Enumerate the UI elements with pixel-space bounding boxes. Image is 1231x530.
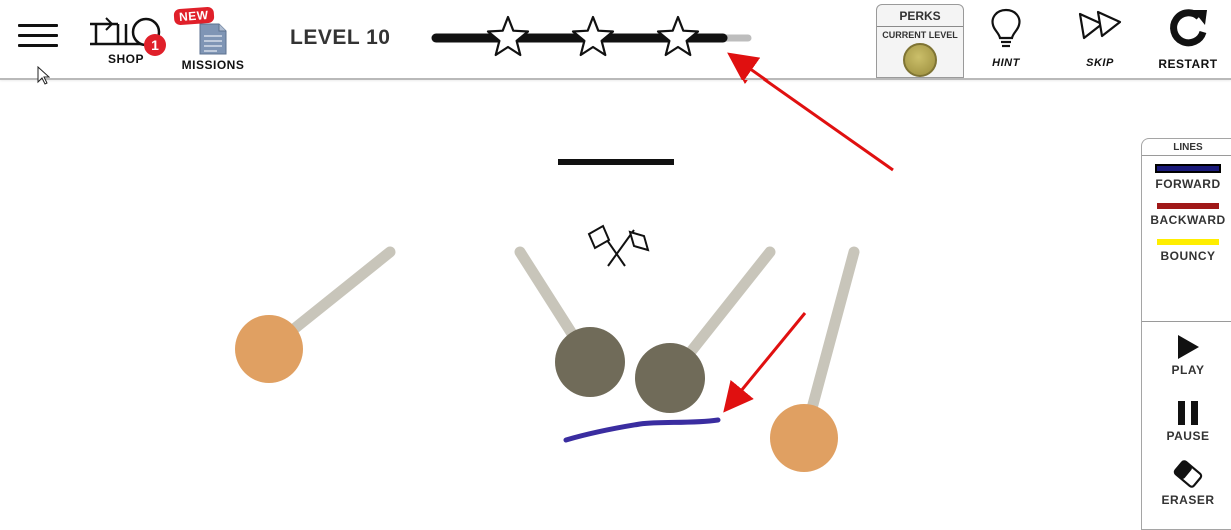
lines-panel: LINES FORWARD BACKWARD BOUNCY PLAY PAUSE [1141,138,1231,530]
annotation-arrow [729,80,894,172]
perks-current-level-label: CURRENT LEVEL [882,30,958,40]
annotation-arrow [723,312,807,413]
restart-icon [1170,9,1207,47]
shop-button[interactable]: 1 SHOP [84,10,168,66]
skip-button[interactable]: SKIP [1070,6,1130,69]
menu-icon-line [18,34,58,37]
shop-label: SHOP [107,52,144,66]
hint-label: HINT [992,57,1020,69]
forward-label: FORWARD [1155,177,1221,191]
play-icon [1178,335,1199,359]
backward-line-swatch [1157,203,1219,209]
level-title: LEVEL 10 [290,26,391,49]
orange-ball [235,315,303,383]
backward-label: BACKWARD [1150,213,1226,227]
menu-button[interactable] [18,24,58,52]
forward-line-option[interactable]: FORWARD [1142,164,1231,191]
gray-ball [555,327,625,397]
play-button[interactable]: PLAY [1142,333,1231,377]
star-icon [486,15,530,57]
new-badge: NEW [173,6,215,26]
star-icon [571,15,615,57]
shop-icon [90,17,161,47]
orange-ball [770,404,838,472]
skip-icon [1078,10,1122,40]
missions-button[interactable]: NEW MISSIONS [173,6,250,72]
perks-button[interactable]: PERKS CURRENT LEVEL [876,4,964,78]
star-icon [656,15,700,57]
bouncy-line-swatch [1157,239,1219,245]
star-progress-bar [431,15,752,57]
lightbulb-icon [991,8,1021,48]
progress-stars [486,15,700,57]
hint-button[interactable]: HINT [986,6,1026,69]
perks-title: PERKS [877,5,963,27]
eraser-button[interactable]: ERASER [1142,457,1231,507]
menu-icon-line [18,44,58,47]
lines-panel-title: LINES [1142,139,1231,156]
panel-divider [1142,321,1231,322]
missions-label: MISSIONS [181,58,245,72]
bouncy-line-option[interactable]: BOUNCY [1142,239,1231,263]
restart-label: RESTART [1158,57,1218,71]
coin-icon [903,43,937,77]
document-icon [199,23,227,55]
mouse-cursor-icon [37,66,50,85]
forward-line-swatch [1155,164,1221,173]
gray-ball [635,343,705,413]
pause-icon [1178,401,1198,425]
pause-button[interactable]: PAUSE [1142,399,1231,443]
play-area[interactable] [0,80,1140,521]
backward-line-option[interactable]: BACKWARD [1142,203,1231,227]
menu-icon-line [18,24,58,27]
bouncy-label: BOUNCY [1160,249,1216,263]
skip-label: SKIP [1086,57,1114,69]
shop-notification-badge: 1 [144,34,166,56]
finish-flags-icon [587,224,650,267]
restart-button[interactable]: RESTART [1156,6,1220,71]
play-label: PLAY [1171,363,1205,377]
pause-label: PAUSE [1166,429,1210,443]
eraser-icon [1173,460,1203,488]
eraser-label: ERASER [1161,493,1215,507]
drawn-forward-line [563,417,721,443]
top-bar: 1 SHOP NEW MISSIONS LEVEL 10 PERKS CURRE… [0,0,1231,80]
